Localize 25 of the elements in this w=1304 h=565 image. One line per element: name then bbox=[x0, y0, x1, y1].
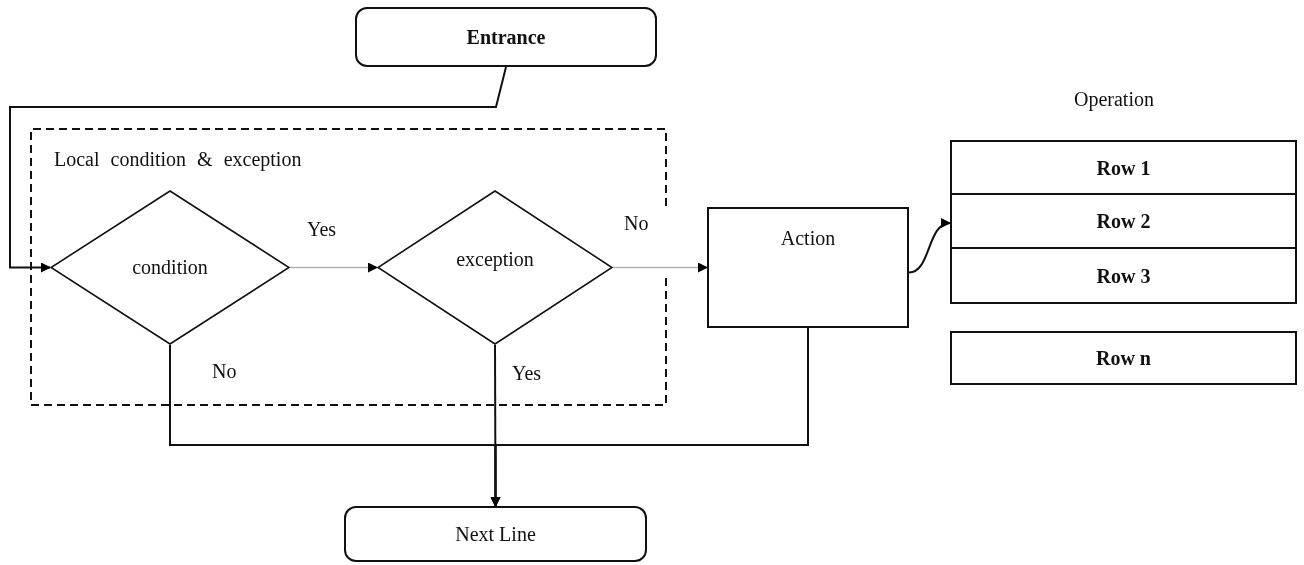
node-label: Row 3 bbox=[1095, 264, 1152, 287]
table-row bbox=[950, 195, 1297, 249]
process-box bbox=[950, 331, 1297, 385]
arrow bbox=[908, 219, 951, 274]
table-row bbox=[950, 249, 1297, 304]
terminal-box bbox=[344, 506, 647, 562]
group-heading: Local condition & exception bbox=[54, 148, 302, 171]
node-label: Row 1 bbox=[1095, 156, 1152, 179]
decision-diamond bbox=[50, 190, 290, 345]
node-label: Action bbox=[779, 227, 837, 250]
process-box bbox=[707, 207, 909, 328]
node-label: condition bbox=[131, 256, 209, 279]
node-label: exception bbox=[455, 248, 535, 271]
arrow bbox=[289, 262, 378, 273]
terminal-box bbox=[355, 7, 657, 67]
node-label: Row n bbox=[1095, 346, 1152, 370]
table-row bbox=[950, 140, 1297, 195]
arrow bbox=[9, 66, 507, 273]
dashed-group-box bbox=[30, 128, 667, 406]
node-label: Entrance bbox=[465, 25, 547, 49]
arrow bbox=[612, 262, 708, 273]
node-label: Row 2 bbox=[1095, 209, 1152, 233]
node-label: Next Line bbox=[454, 522, 537, 546]
decision-diamond bbox=[377, 190, 613, 345]
arrow bbox=[490, 327, 809, 507]
